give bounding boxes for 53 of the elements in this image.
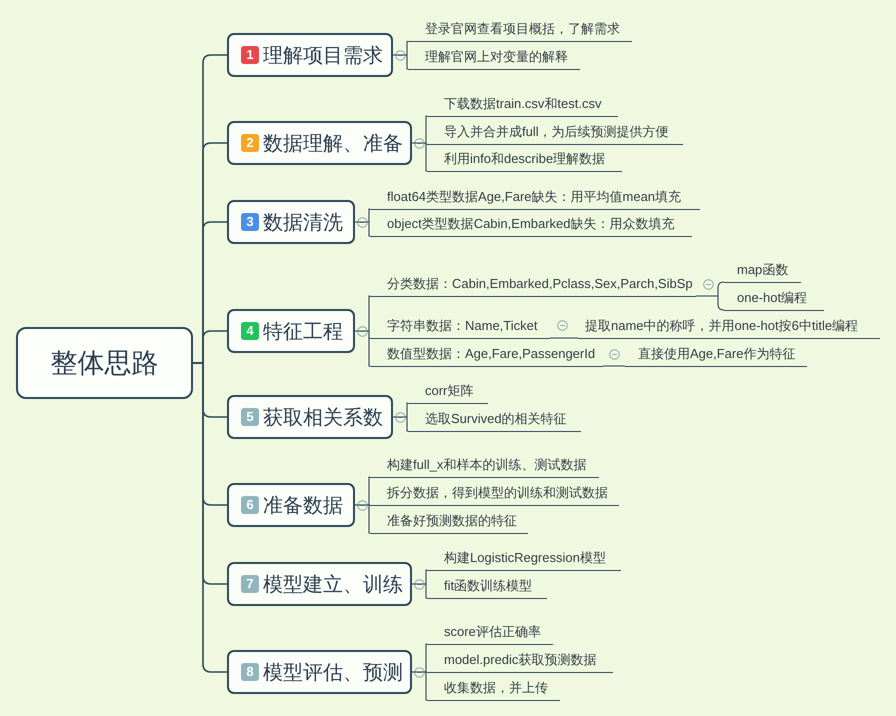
topic-title: 数据理解、准备 bbox=[263, 132, 403, 156]
topic-box bbox=[227, 33, 393, 77]
connector bbox=[603, 365, 625, 367]
subtopic: 分类数据：Cabin,Embarked,Pclass,Sex,Parch,SibSp bbox=[370, 272, 696, 296]
number-badge: 1 bbox=[241, 46, 259, 64]
central-topic: 整体思路 bbox=[16, 327, 193, 399]
subtopic: 构建LogisticRegression模型 bbox=[427, 546, 621, 570]
subtopic: 收集数据，并上传 bbox=[427, 676, 560, 700]
topic-title: 数据清洗 bbox=[263, 210, 343, 236]
subtopic: 构建full_x和样本的训练、测试数据 bbox=[370, 454, 599, 478]
subtopic: 下载数据train.csv和test.csv bbox=[427, 92, 618, 116]
number-badge: 3 bbox=[241, 213, 259, 231]
subtopic: model.predic获取预测数据 bbox=[427, 648, 613, 672]
subtopic: 利用info和describe理解数据 bbox=[427, 148, 622, 172]
number-badge: 4 bbox=[241, 322, 259, 340]
connector bbox=[550, 337, 578, 339]
number-badge: 7 bbox=[241, 575, 259, 593]
subtopic: 理解官网上对变量的解释 bbox=[408, 46, 580, 70]
subtopic: fit函数训练模型 bbox=[427, 574, 547, 598]
number-badge: 2 bbox=[241, 134, 259, 152]
connector bbox=[696, 295, 724, 311]
topic-box bbox=[227, 395, 393, 439]
subtopic: 选取Survived的相关特征 bbox=[408, 408, 581, 432]
topic-title: 模型评估、预测 bbox=[263, 660, 403, 686]
connector bbox=[193, 362, 227, 673]
topic-title: 获取相关系数 bbox=[263, 406, 383, 430]
subtopic: 数值型数据：Age,Fare,PassengerId bbox=[370, 342, 603, 366]
topic-title: 特征工程 bbox=[263, 320, 343, 344]
subtopic: float64类型数据Age,Fare缺失：用平均值mean填充 bbox=[370, 186, 700, 210]
subtopic: map函数 bbox=[724, 258, 801, 282]
subtopic: 提取name中的称呼，并用one-hot按6中title编程 bbox=[578, 314, 880, 338]
subtopic: 拆分数据，得到模型的训练和测试数据 bbox=[370, 482, 619, 506]
number-badge: 5 bbox=[241, 408, 259, 426]
topic-title: 模型建立、训练 bbox=[263, 572, 403, 598]
topic-box bbox=[227, 562, 412, 606]
topic-box bbox=[227, 200, 355, 244]
topic-box bbox=[227, 309, 355, 353]
subtopic: 直接使用Age,Fare作为特征 bbox=[625, 342, 807, 366]
number-badge: 8 bbox=[241, 663, 259, 681]
number-badge: 6 bbox=[241, 496, 259, 514]
topic-title: 理解项目需求 bbox=[263, 44, 383, 68]
subtopic: 准备好预测数据的特征 bbox=[370, 510, 528, 534]
subtopic: 登录官网查看项目概括，了解需求 bbox=[408, 18, 632, 42]
topic-box bbox=[227, 483, 355, 527]
subtopic: object类型数据Cabin,Embarked缺失：用众数填充 bbox=[370, 212, 692, 236]
subtopic: score评估正确率 bbox=[427, 620, 553, 644]
topic-box bbox=[227, 121, 412, 165]
topic-box bbox=[227, 650, 412, 694]
subtopic: 导入并合并成full，为后续预测提供方便 bbox=[427, 120, 683, 144]
subtopic: corr矩阵 bbox=[408, 380, 488, 404]
topic-title: 准备数据 bbox=[263, 494, 343, 518]
subtopic: one-hot编程 bbox=[724, 286, 824, 310]
subtopic: 字符串数据：Name,Ticket bbox=[370, 314, 550, 338]
